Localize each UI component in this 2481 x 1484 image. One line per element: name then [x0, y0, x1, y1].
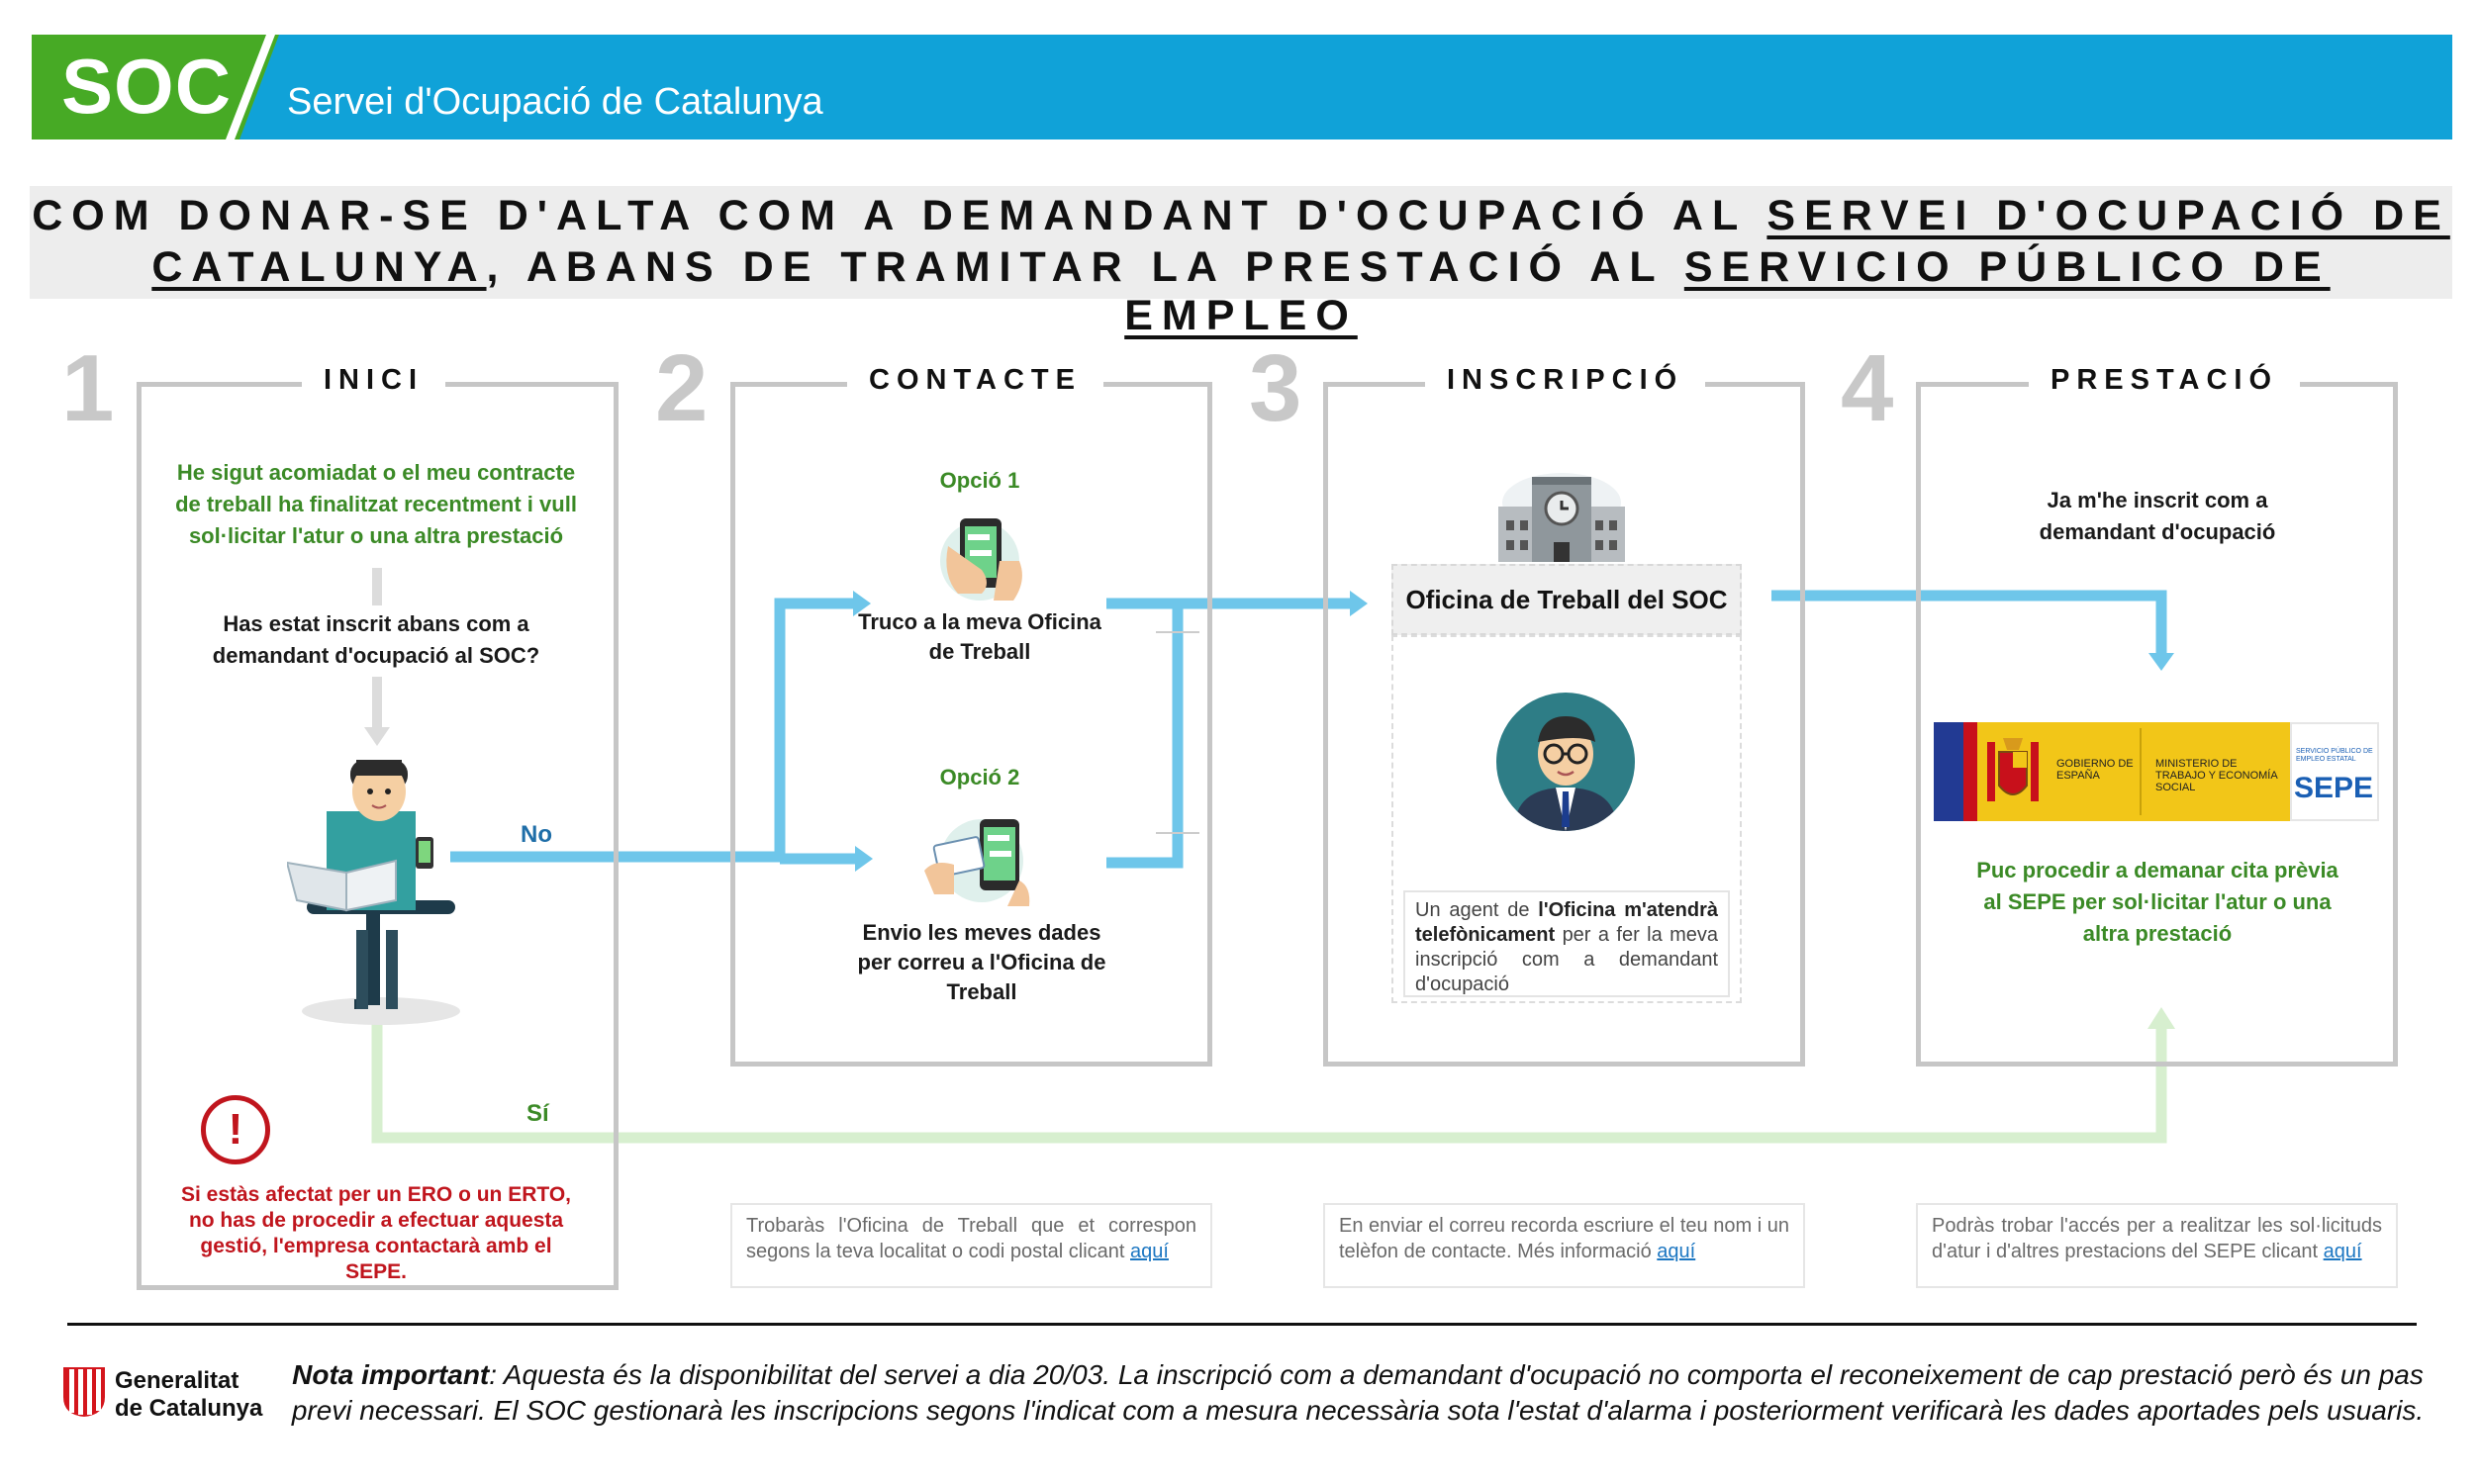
- step1-intro: He sigut acomiadat o el meu contracte de…: [168, 457, 584, 552]
- eu-flag-stripe: [1934, 722, 1963, 821]
- generalitat-line1: Generalitat: [115, 1367, 262, 1395]
- step3-note-text: En enviar el correu recorda escriure el …: [1339, 1215, 1789, 1262]
- agent-text-a: Un agent de: [1415, 899, 1529, 921]
- option2-label: Opció 2: [891, 762, 1069, 793]
- step3-note-link[interactable]: aquí: [1657, 1241, 1695, 1262]
- coat-of-arms-icon: [1983, 732, 2043, 811]
- option1-label: Opció 1: [891, 465, 1069, 497]
- option2-text: Envio les meves dades per correu a l'Ofi…: [843, 918, 1120, 1007]
- ministerio-label: MINISTERIO DE TRABAJO Y ECONOMÍA SOCIAL: [2155, 758, 2284, 793]
- footer-divider: [67, 1323, 2417, 1326]
- person-reading-illustration: [287, 752, 475, 1029]
- step1-question: Has estat inscrit abans com a demandant …: [198, 608, 554, 672]
- logo-divider: [2140, 728, 2142, 815]
- person-icon: [287, 752, 475, 1029]
- email-data-icon: [922, 811, 1041, 910]
- step1-warning: Si estàs afectat per un ERO o un ERTO, n…: [168, 1182, 584, 1285]
- office-label: Oficina de Treball del SOC: [1391, 564, 1742, 635]
- step3-title: INSCRIPCIÓ: [1425, 364, 1705, 397]
- step2-note: Trobaràs l'Oficina de Treball que et cor…: [730, 1203, 1212, 1288]
- alert-icon: !: [201, 1095, 270, 1164]
- phone-call-icon: [940, 507, 1029, 605]
- step-number-3: 3: [1249, 334, 1301, 443]
- generalitat-line2: de Catalunya: [115, 1395, 262, 1423]
- no-label: No: [521, 821, 552, 849]
- agent-avatar-icon: [1496, 693, 1635, 831]
- important-note: Nota important: Aquesta és la disponibil…: [289, 1357, 2427, 1429]
- gobierno-label: GOBIERNO DE ESPAÑA: [2056, 758, 2134, 782]
- step-number-1: 1: [61, 334, 114, 443]
- option1-text: Truco a la meva Oficina de Treball: [851, 607, 1108, 667]
- sepe-label: SEPE: [2294, 772, 2373, 805]
- step4-title: PRESTACIÓ: [2029, 364, 2300, 397]
- note-text: : Aquesta és la disponibilitat del serve…: [292, 1359, 2424, 1426]
- office-building-icon: [1492, 473, 1631, 564]
- yes-label: Sí: [526, 1100, 549, 1128]
- yes-arrow: [377, 1019, 2161, 1138]
- step2-note-text: Trobaràs l'Oficina de Treball que et cor…: [746, 1215, 1196, 1262]
- step4-note: Podràs trobar l'accés per a realitzar le…: [1916, 1203, 2398, 1288]
- step2-note-link[interactable]: aquí: [1130, 1241, 1169, 1262]
- step4-registered-text: Ja m'he inscrit com a demandant d'ocupac…: [2019, 485, 2296, 548]
- servicio-label: SERVICIO PÚBLICO DE EMPLEO ESTATAL: [2296, 748, 2375, 764]
- step-number-4: 4: [1841, 334, 1893, 443]
- step4-note-link[interactable]: aquí: [2324, 1241, 2362, 1262]
- step3-note: En enviar el correu recorda escriure el …: [1323, 1203, 1805, 1288]
- step2-title: CONTACTE: [847, 364, 1103, 397]
- generalitat-name: Generalitat de Catalunya: [115, 1367, 262, 1423]
- agent-text: Un agent de l'Oficina m'atendrà telefòni…: [1403, 890, 1730, 997]
- generalitat-logo-icon: [61, 1365, 107, 1417]
- step4-note-text: Podràs trobar l'accés per a realitzar le…: [1932, 1215, 2382, 1262]
- note-label: Nota important: [292, 1359, 489, 1390]
- step-number-2: 2: [655, 334, 708, 443]
- step4-action-text: Puc procedir a demanar cita prèvia al SE…: [1964, 855, 2350, 950]
- spain-flag-red: [1963, 722, 1977, 821]
- step1-title: INICI: [302, 364, 445, 397]
